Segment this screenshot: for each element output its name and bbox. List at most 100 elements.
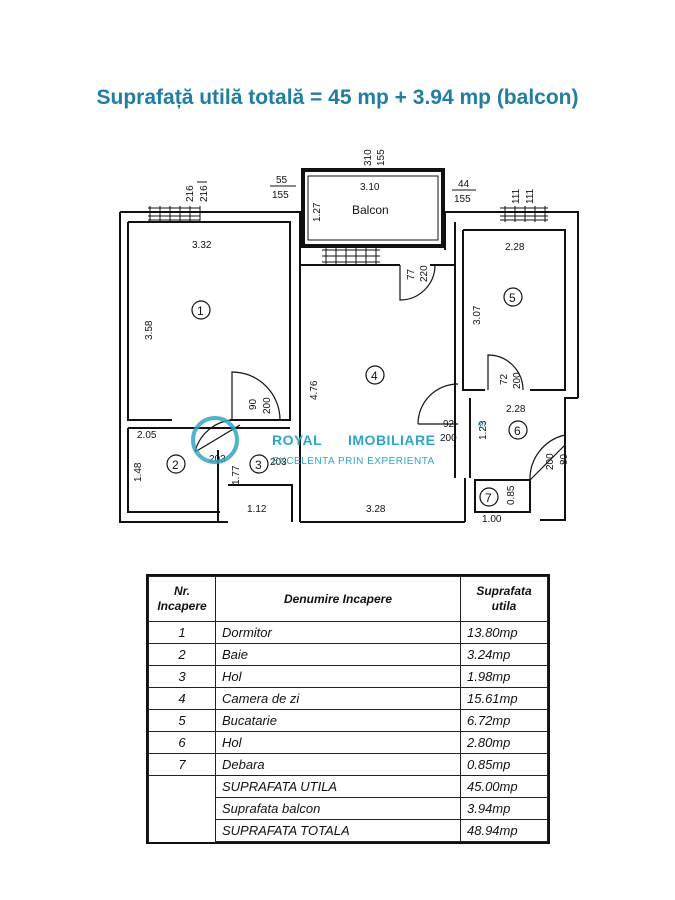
dim-door5-200: 200 xyxy=(512,372,523,389)
row-nr-empty xyxy=(148,819,216,842)
table-header-row: Nr. Incapere Denumire Incapere Suprafata… xyxy=(148,576,548,622)
room-5-marker xyxy=(503,287,523,307)
dim-room5-width: 2.28 xyxy=(505,242,525,253)
total-area: 48.94mp xyxy=(460,819,548,842)
dim-top-111b: 111 xyxy=(525,188,536,204)
dim-door6-200: 200 xyxy=(545,453,556,470)
room-5-number: 5 xyxy=(509,291,516,305)
dim-door4-92: 92 xyxy=(443,419,455,430)
table-row: 5 Bucatarie 6.72mp xyxy=(148,709,548,732)
table-row: 6 Hol 2.80mp xyxy=(148,731,548,754)
dimension-lines xyxy=(197,181,476,191)
dim-balcon-width: 3.10 xyxy=(360,182,380,193)
dim-room4-width: 3.28 xyxy=(366,504,386,515)
total-area: 3.94mp xyxy=(460,797,548,820)
watermark-brand-imobiliare: IMOBILIARE xyxy=(348,432,435,448)
table-row: 7 Debara 0.85mp xyxy=(148,753,548,776)
watermark-registered: ® xyxy=(478,420,486,431)
dim-top-155c: 155 xyxy=(376,149,387,166)
room-3-number: 3 xyxy=(255,458,262,472)
row-area: 1.98mp xyxy=(460,665,548,688)
row-area: 13.80mp xyxy=(460,621,548,644)
table-row: 3 Hol 1.98mp xyxy=(148,665,548,688)
dim-room1-height: 3.58 xyxy=(144,320,155,340)
floor-plan: 216 216 55 155 310 155 44 155 111 111 3.… xyxy=(119,149,579,525)
col-header-area: Suprafata utila xyxy=(460,576,548,622)
row-name: Debara xyxy=(215,753,461,776)
balcony-outline xyxy=(301,168,445,248)
room-1-number: 1 xyxy=(197,304,204,318)
row-name: Hol xyxy=(215,665,461,688)
row-area: 15.61mp xyxy=(460,687,548,710)
dim-room6-width: 2.28 xyxy=(506,404,526,415)
dim-room7-width: 1.00 xyxy=(482,514,502,525)
dim-room3-width: 1.12 xyxy=(247,504,267,515)
row-nr: 5 xyxy=(148,709,216,732)
headline-total-area: Suprafață utilă totală = 45 mp + 3.94 mp… xyxy=(96,86,579,109)
row-nr: 7 xyxy=(148,753,216,776)
plan-walls xyxy=(119,211,579,523)
rooms-table-frame: Nr. Incapere Denumire Incapere Suprafata… xyxy=(146,574,550,844)
dim-top-111: 111 xyxy=(511,188,522,204)
dim-room4-height: 4.76 xyxy=(309,380,320,400)
dim-top-44: 44 xyxy=(458,179,470,190)
room-1-marker xyxy=(191,300,211,320)
row-nr: 2 xyxy=(148,643,216,666)
dim-door-77: 77 xyxy=(406,268,417,280)
table-row: 4 Camera de zi 15.61mp xyxy=(148,687,548,710)
dim-door1-90: 90 xyxy=(248,398,259,410)
room-7-marker xyxy=(479,487,499,507)
row-area: 3.24mp xyxy=(460,643,548,666)
row-name: Hol xyxy=(215,731,461,754)
row-nr: 3 xyxy=(148,665,216,688)
dim-door4-200: 200 xyxy=(440,433,457,444)
row-name: Baie xyxy=(215,643,461,666)
total-name: Suprafata balcon xyxy=(215,797,461,820)
row-nr-empty xyxy=(148,775,216,798)
dim-room6-height: 1.23 xyxy=(478,420,489,440)
row-nr: 6 xyxy=(148,731,216,754)
dim-door2-203: 203 xyxy=(209,454,226,465)
total-row-overall: SUPRAFATA TOTALA 48.94mp xyxy=(148,819,548,842)
row-nr: 1 xyxy=(148,621,216,644)
row-area: 2.80mp xyxy=(460,731,548,754)
total-area: 45.00mp xyxy=(460,775,548,798)
rooms-table: Nr. Incapere Denumire Incapere Suprafata… xyxy=(148,576,548,842)
watermark-tagline: EXCELENTA PRIN EXPERIENTA xyxy=(272,456,435,467)
dim-room2-height: 1.48 xyxy=(133,462,144,482)
dim-top-216b: 216 xyxy=(199,185,210,202)
total-name: SUPRAFATA UTILA xyxy=(215,775,461,798)
dim-top-55: 55 xyxy=(276,175,288,186)
watermark-brand-royal: ROYAL xyxy=(272,432,322,448)
col-header-nr: Nr. Incapere xyxy=(148,576,216,622)
col-header-name: Denumire Incapere xyxy=(215,576,461,622)
row-area: 6.72mp xyxy=(460,709,548,732)
row-nr-empty xyxy=(148,797,216,820)
dim-door-220: 220 xyxy=(419,265,430,282)
window-marks xyxy=(148,206,548,266)
row-area: 0.85mp xyxy=(460,753,548,776)
dim-door5-72: 72 xyxy=(499,373,510,385)
dim-top-155b: 155 xyxy=(454,194,471,205)
dim-top-216: 216 xyxy=(185,185,196,202)
dim-door6-80: 80 xyxy=(559,453,570,465)
total-row-balcony: Suprafata balcon 3.94mp xyxy=(148,797,548,820)
room-2-marker xyxy=(166,454,186,474)
row-nr: 4 xyxy=(148,687,216,710)
dim-room7-height: 0.85 xyxy=(506,485,517,505)
room-3-marker xyxy=(249,454,269,474)
total-row-useful: SUPRAFATA UTILA 45.00mp xyxy=(148,775,548,798)
dim-door1-200: 200 xyxy=(262,397,273,414)
balcon-label: Balcon xyxy=(352,203,389,217)
room-4-number: 4 xyxy=(371,369,378,383)
dim-room3-height: 1.77 xyxy=(231,465,242,485)
dim-room5-height: 3.07 xyxy=(472,305,483,325)
total-name: SUPRAFATA TOTALA xyxy=(215,819,461,842)
dim-balcon-height: 1.27 xyxy=(312,202,323,222)
table-row: 1 Dormitor 13.80mp xyxy=(148,621,548,644)
dim-top-155a: 155 xyxy=(272,190,289,201)
dim-top-310: 310 xyxy=(363,149,374,166)
room-2-number: 2 xyxy=(172,458,179,472)
door-swings xyxy=(194,264,566,481)
dim-door3-203: 203 xyxy=(270,457,287,468)
